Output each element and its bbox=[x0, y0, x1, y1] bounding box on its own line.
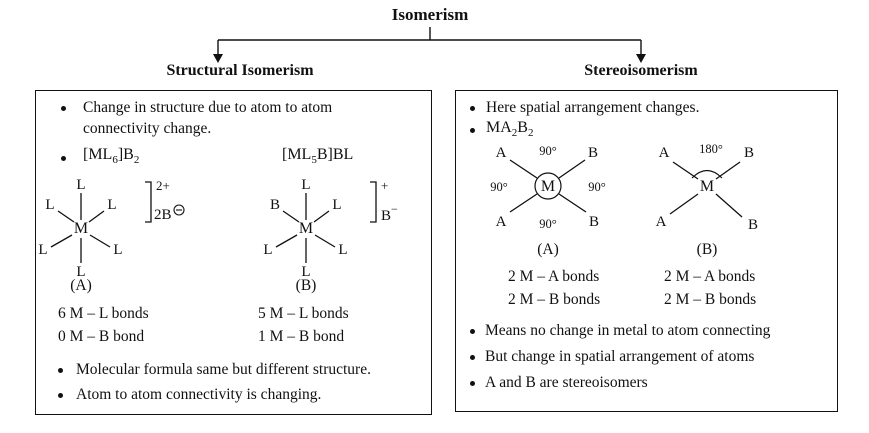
charge-bracket bbox=[370, 181, 377, 223]
atom-label: B bbox=[588, 145, 598, 161]
atom-label: L bbox=[107, 197, 116, 213]
metal-center-label: M bbox=[700, 178, 714, 195]
cis-bonds-line2: 2 M – B bonds bbox=[508, 291, 601, 308]
tree-connector-lines bbox=[217, 27, 642, 55]
counter-ion-label: 2B bbox=[154, 207, 172, 223]
atom-label: L bbox=[301, 177, 310, 193]
formula-ml6-b2: [ML6]B2 bbox=[83, 146, 139, 166]
bullet-marker bbox=[470, 106, 475, 111]
atom-label: L bbox=[113, 242, 122, 258]
stereoisomerism-panel: Here spatial arrangement changes. MA2B2 … bbox=[455, 90, 838, 412]
stereo-bullet-2: Means no change in metal to atom connect… bbox=[485, 322, 771, 339]
cis-bonds-line1: 2 M – A bonds bbox=[508, 268, 600, 285]
bullet-marker bbox=[470, 355, 475, 360]
complex-a-bond-lines bbox=[50, 193, 111, 263]
formula-subscript: 5 bbox=[311, 154, 317, 167]
counter-ion-label: B bbox=[381, 208, 391, 224]
stereoisomerism-heading: Stereoisomerism bbox=[584, 62, 698, 79]
structural-isomerism-heading: Structural Isomerism bbox=[166, 62, 314, 79]
bullet-marker bbox=[470, 128, 475, 133]
formula-ma2b2: MA2B2 bbox=[486, 119, 533, 139]
complex-b-structure: L B L M L L L + B − bbox=[263, 177, 398, 280]
cis-bond-lines bbox=[509, 159, 587, 213]
formula-subscript: 2 bbox=[511, 127, 518, 140]
cis-label: (A) bbox=[537, 241, 559, 258]
structural-isomerism-panel: Change in structure due to atom to atom … bbox=[35, 90, 432, 415]
cis-isomer-structure: A 90° B 90° M 90° A 90° B bbox=[490, 144, 606, 231]
trans-label: (B) bbox=[696, 241, 718, 258]
atom-label: B bbox=[748, 217, 758, 233]
formula-part: [ML bbox=[83, 146, 113, 163]
atom-label: L bbox=[332, 197, 341, 213]
angle-label: 90° bbox=[539, 217, 557, 231]
metal-center-label: M bbox=[299, 220, 313, 237]
complex-a-bonds-line2: 0 M – B bond bbox=[58, 328, 145, 345]
complex-b-bond-lines bbox=[275, 193, 336, 263]
atom-label: L bbox=[76, 264, 85, 280]
bullet-marker bbox=[470, 381, 475, 386]
formula-part: ]B bbox=[117, 146, 134, 163]
charge-bracket bbox=[145, 181, 152, 223]
bracket-charge-label: 2+ bbox=[156, 178, 170, 193]
atom-label: B bbox=[744, 145, 754, 161]
complex-b-bonds-line1: 5 M – L bonds bbox=[258, 305, 349, 322]
counter-charge-label: − bbox=[391, 202, 398, 216]
bullet-marker bbox=[58, 393, 63, 398]
circled-minus-icon bbox=[173, 204, 185, 216]
angle-arc bbox=[691, 169, 723, 179]
formula-subscript: 6 bbox=[112, 154, 118, 167]
complex-a-bonds-line1: 6 M – L bonds bbox=[58, 305, 149, 322]
stereo-bullet-4: A and B are stereoisomers bbox=[485, 374, 648, 391]
atom-label: L bbox=[76, 177, 85, 193]
structural-bullet-3: Atom to atom connectivity is changing. bbox=[76, 386, 322, 403]
structural-bullet-2: Molecular formula same but different str… bbox=[76, 361, 371, 378]
atom-label: L bbox=[38, 242, 47, 258]
formula-part: [ML bbox=[282, 146, 312, 163]
formula-part: B bbox=[517, 119, 528, 136]
metal-center-label: M bbox=[74, 220, 88, 237]
metal-center-circle bbox=[534, 172, 562, 200]
complex-a-label: (A) bbox=[70, 277, 92, 294]
complex-b-label: (B) bbox=[295, 277, 317, 294]
atom-label: A bbox=[496, 214, 507, 230]
stereo-bullet-1: Here spatial arrangement changes. bbox=[486, 99, 700, 116]
atom-label: L bbox=[301, 264, 310, 280]
bullet-marker bbox=[470, 329, 475, 334]
trans-isomer-structure: A 180° B M A B bbox=[656, 142, 758, 233]
page-title: Isomerism bbox=[391, 5, 469, 24]
trans-bonds-line1: 2 M – A bonds bbox=[664, 268, 756, 285]
bullet-marker bbox=[61, 106, 66, 111]
formula-subscript: 2 bbox=[527, 127, 534, 140]
stereo-bullet-3: But change in spatial arrangement of ato… bbox=[485, 348, 755, 365]
formula-subscript: 2 bbox=[133, 154, 140, 167]
complex-a-structure: L L L M L L L 2+ 2B bbox=[38, 177, 185, 280]
angle-label: 180° bbox=[699, 142, 723, 156]
metal-center-label: M bbox=[541, 178, 555, 195]
arrow-down-right-icon bbox=[636, 54, 646, 63]
angle-label: 90° bbox=[588, 180, 606, 194]
arrow-down-left-icon bbox=[213, 54, 223, 63]
bullet-marker bbox=[61, 156, 66, 161]
tree-connector bbox=[213, 27, 646, 63]
bracket-charge-label: + bbox=[381, 178, 388, 193]
atom-label: L bbox=[263, 242, 272, 258]
angle-label: 90° bbox=[539, 144, 557, 158]
atom-label: B bbox=[270, 197, 280, 213]
angle-label: 90° bbox=[490, 180, 508, 194]
bullet-marker bbox=[58, 368, 63, 373]
atom-label: A bbox=[659, 145, 670, 161]
atom-label: B bbox=[589, 214, 599, 230]
trans-bonds-line2: 2 M – B bonds bbox=[664, 291, 757, 308]
formula-ml5b-bl: [ML5B]BL bbox=[282, 146, 353, 166]
complex-b-bonds-line2: 1 M – B bond bbox=[258, 328, 345, 345]
atom-label: A bbox=[496, 145, 507, 161]
structural-bullet-1: Change in structure due to atom to atom … bbox=[83, 99, 333, 137]
formula-part: MA bbox=[486, 119, 512, 136]
atom-label: L bbox=[45, 197, 54, 213]
atom-label: L bbox=[338, 242, 347, 258]
atom-label: A bbox=[656, 214, 667, 230]
formula-part: B]BL bbox=[316, 146, 354, 163]
